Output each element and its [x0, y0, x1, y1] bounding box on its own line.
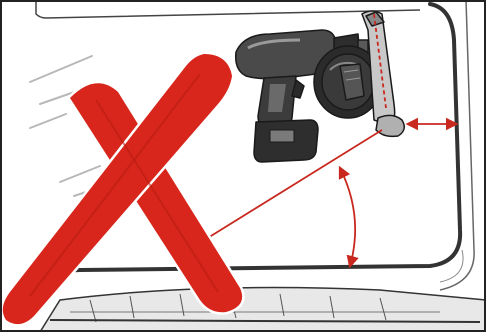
dashboard: [40, 288, 486, 332]
